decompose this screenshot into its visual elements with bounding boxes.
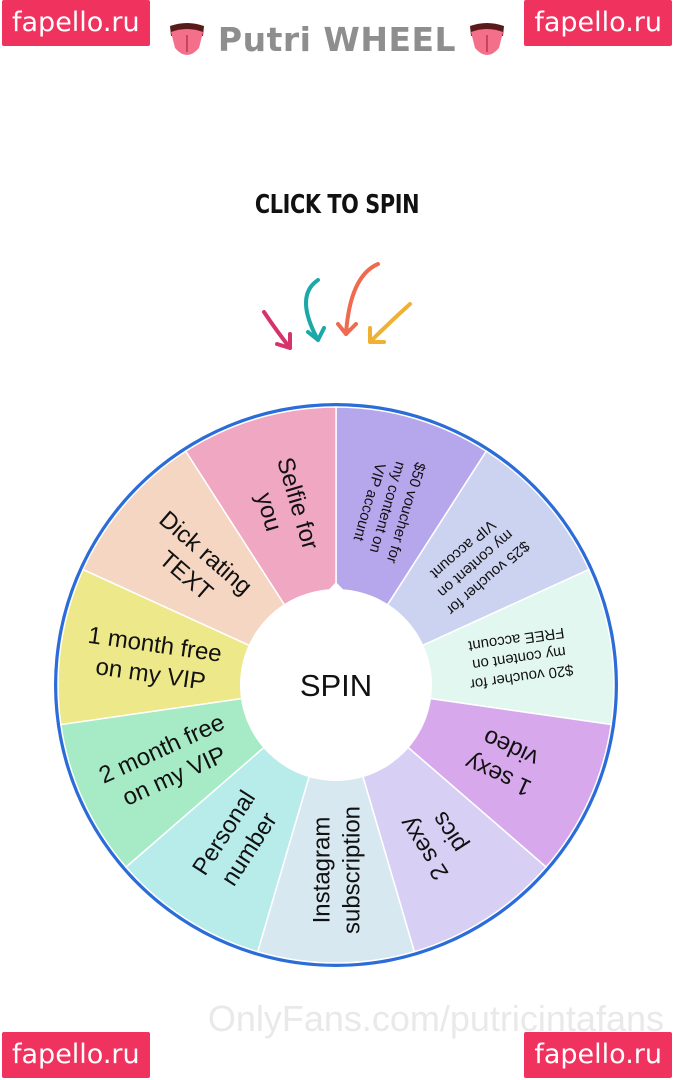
watermark-bottom-right: fapello.ru (524, 1032, 672, 1078)
arrow-icon (336, 262, 380, 336)
wheel-segment-label: 1 month freeon my VIP (82, 622, 224, 698)
spin-hub (240, 589, 432, 781)
tongue-emoji-icon (470, 23, 505, 55)
page-header: Putri WHEEL (0, 14, 674, 64)
watermark-top-left: fapello.ru (2, 0, 150, 46)
arrow-icon (368, 302, 412, 344)
watermark-bottom-left: fapello.ru (2, 1032, 150, 1078)
wheel-segment (256, 682, 416, 964)
arrow-icon (304, 278, 326, 342)
click-to-spin-label: CLICK TO SPIN (254, 190, 420, 220)
watermark-top-right: fapello.ru (524, 0, 672, 46)
page-title: Putri WHEEL (217, 19, 457, 59)
spin-button[interactable]: SPIN (300, 668, 372, 703)
prize-wheel[interactable]: $50 voucher formy content onVIP account$… (53, 402, 619, 968)
arrow-icon (262, 310, 292, 350)
tongue-emoji-icon (169, 23, 204, 55)
wheel-pointer-icon (317, 582, 355, 602)
arrows-graphic (262, 262, 412, 350)
